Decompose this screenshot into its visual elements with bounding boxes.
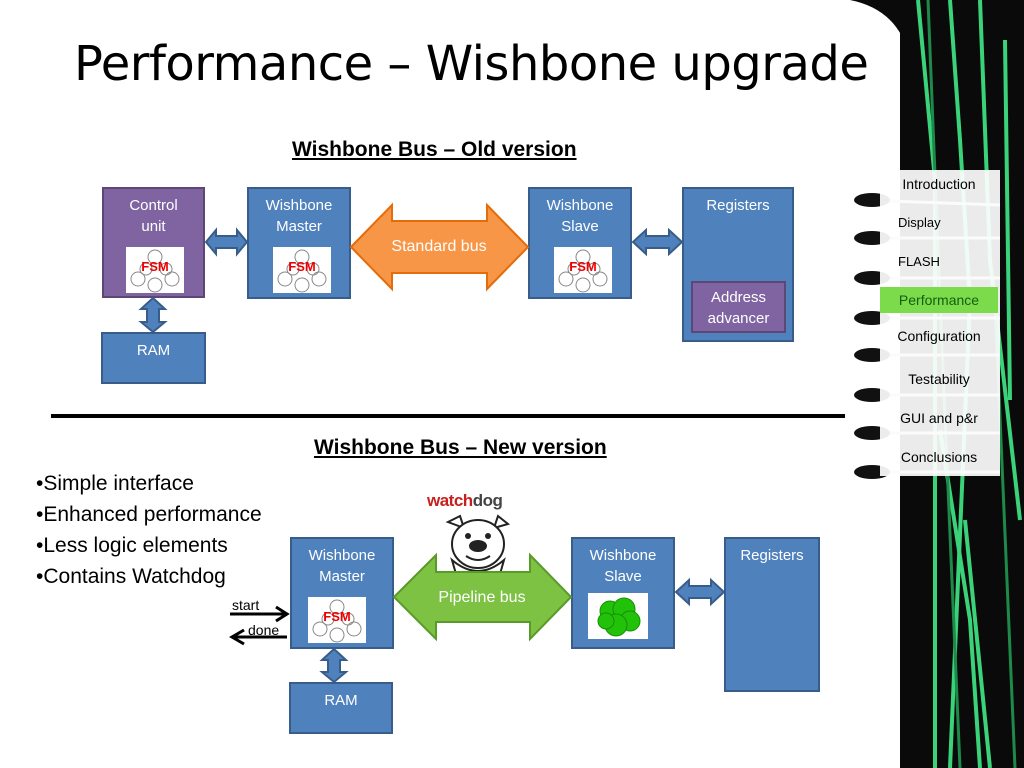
old-version-heading: Wishbone Bus – Old version (292, 138, 577, 161)
slide-title: Performance – Wishbone upgrade (74, 36, 869, 92)
wishbone-master-label-1: Wishbone (265, 197, 333, 214)
start-signal-label: start (232, 597, 260, 613)
bullet-item: •Enhanced performance (36, 503, 262, 526)
wishbone-master-label-2: Master (276, 218, 322, 235)
fsm-diagram-master-old: FSM (273, 247, 331, 293)
watchdog-logo: watchdog (427, 491, 503, 511)
done-signal-label: done (248, 622, 280, 638)
nav-item-flash[interactable]: FLASH (898, 254, 940, 269)
wishbone-slave-label-1: Wishbone (589, 547, 657, 564)
registers-label: Registers (706, 197, 770, 214)
fsm-label: FSM (141, 259, 169, 274)
start-signal-arrow (230, 605, 290, 623)
fsm-diagram-slave-old: FSM (554, 247, 612, 293)
new-version-heading: Wishbone Bus – New version (314, 436, 607, 459)
double-arrow-slave-registers-new (674, 577, 726, 607)
double-arrow-master-ram-new (319, 647, 349, 684)
bullet-item: •Simple interface (36, 472, 194, 495)
watchdog-logo-part-1: watch (427, 491, 473, 510)
address-advancer-box: Address advancer (691, 281, 786, 333)
ram-label: RAM (324, 692, 358, 709)
wishbone-master-box-new: Wishbone Master (290, 537, 394, 649)
nav-item-performance[interactable]: Performance (880, 287, 998, 313)
nav-panel (880, 170, 1000, 476)
ram-box-new: RAM (289, 682, 393, 734)
control-unit-label-2: unit (141, 218, 166, 235)
nav-item-gui-and-p-r[interactable]: GUI and p&r (900, 410, 978, 426)
wishbone-slave-label-1: Wishbone (546, 197, 614, 214)
double-arrow-slave-registers (631, 227, 684, 257)
pipeline-bus-arrow (392, 552, 573, 642)
address-advancer-label-2: advancer (707, 310, 770, 327)
separator-line (51, 414, 845, 418)
feature-bullets: •Simple interface •Enhanced performance … (36, 468, 262, 592)
ram-label: RAM (136, 342, 171, 359)
wishbone-master-label-1: Wishbone (308, 547, 376, 564)
double-arrow-control-master (204, 227, 249, 257)
address-advancer-label-1: Address (710, 289, 767, 306)
fsm-diagram-control: FSM (126, 247, 184, 293)
ram-box-old: RAM (101, 332, 206, 384)
fsm-label: FSM (569, 259, 597, 274)
wishbone-master-label-2: Master (319, 568, 365, 585)
done-signal-arrow (229, 628, 287, 646)
standard-bus-label: Standard bus (391, 238, 487, 255)
nav-item-introduction[interactable]: Introduction (902, 176, 976, 192)
registers-box-new: Registers (724, 537, 820, 692)
fsm-label: FSM (323, 609, 351, 624)
nav-item-testability[interactable]: Testability (908, 371, 970, 387)
fsm-diagram-master-new: FSM (308, 597, 366, 643)
wishbone-slave-box-old: Wishbone Slave (528, 187, 632, 299)
nav-item-configuration[interactable]: Configuration (897, 328, 981, 344)
logic-cloud-icon (588, 593, 648, 639)
watchdog-logo-part-2: dog (472, 491, 503, 510)
bulldog-mascot-icon (445, 514, 511, 575)
standard-bus-arrow (349, 202, 530, 292)
double-arrow-control-ram (138, 296, 168, 334)
registers-label: Registers (740, 547, 804, 564)
control-unit-label-1: Control (129, 197, 178, 214)
nav-item-display[interactable]: Display (898, 215, 941, 230)
nav-item-conclusions[interactable]: Conclusions (900, 449, 978, 465)
wishbone-slave-label-2: Slave (561, 218, 599, 235)
wishbone-slave-label-2: Slave (604, 568, 642, 585)
connector-arrows-new (229, 552, 726, 684)
fsm-label: FSM (288, 259, 316, 274)
connector-arrows-old (138, 202, 684, 334)
bullet-item: •Contains Watchdog (36, 565, 226, 588)
pipeline-bus-label: Pipeline bus (438, 589, 526, 606)
bullet-item: •Less logic elements (36, 534, 228, 557)
